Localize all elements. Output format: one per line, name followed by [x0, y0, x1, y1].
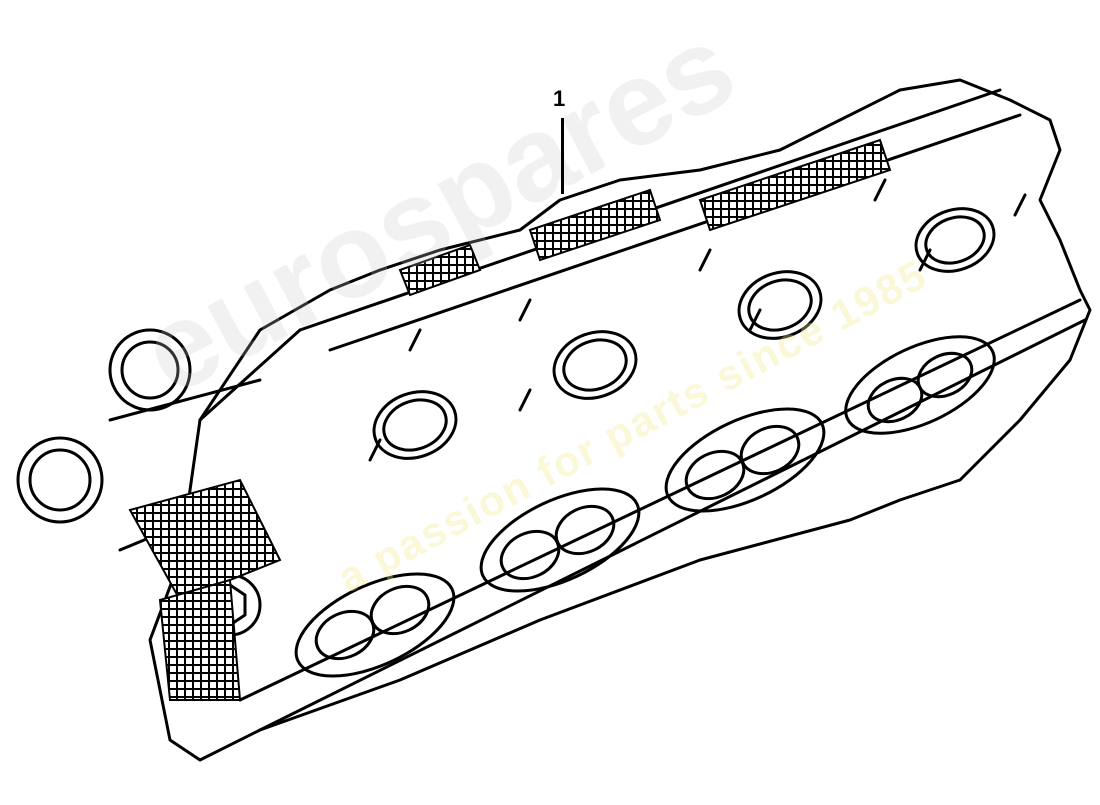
callout-1-leader-line	[561, 118, 564, 194]
callout-1-label: 1	[553, 86, 566, 111]
